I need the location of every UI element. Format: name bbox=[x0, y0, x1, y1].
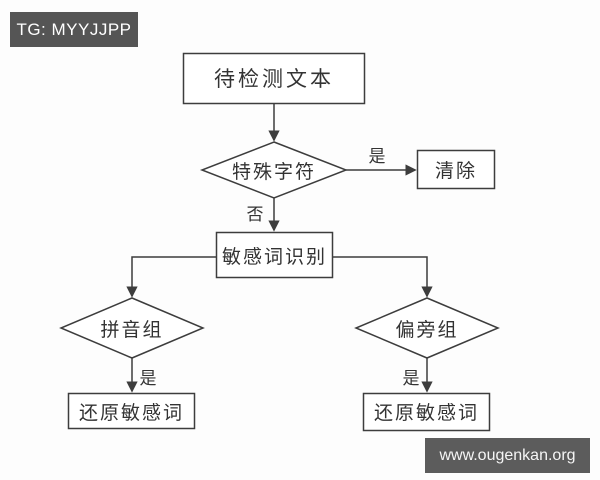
edge-recognition-to-pinyin bbox=[126, 256, 216, 298]
node-input-text-shape bbox=[182, 52, 366, 105]
node-restore-left-shape bbox=[67, 392, 196, 430]
node-special-chars-shape bbox=[199, 141, 349, 199]
node-restore-right-shape bbox=[362, 392, 491, 432]
tg-badge: TG: MYYJJPP bbox=[10, 12, 138, 47]
edge-recognition-to-radical bbox=[333, 256, 433, 298]
node-radical-group-shape bbox=[354, 297, 500, 359]
node-pinyin-group-shape bbox=[59, 297, 205, 359]
node-clear-shape bbox=[416, 149, 496, 190]
node-sensitive-word-recognition-shape bbox=[215, 231, 334, 279]
watermark: www.ougenkan.org bbox=[425, 438, 590, 473]
